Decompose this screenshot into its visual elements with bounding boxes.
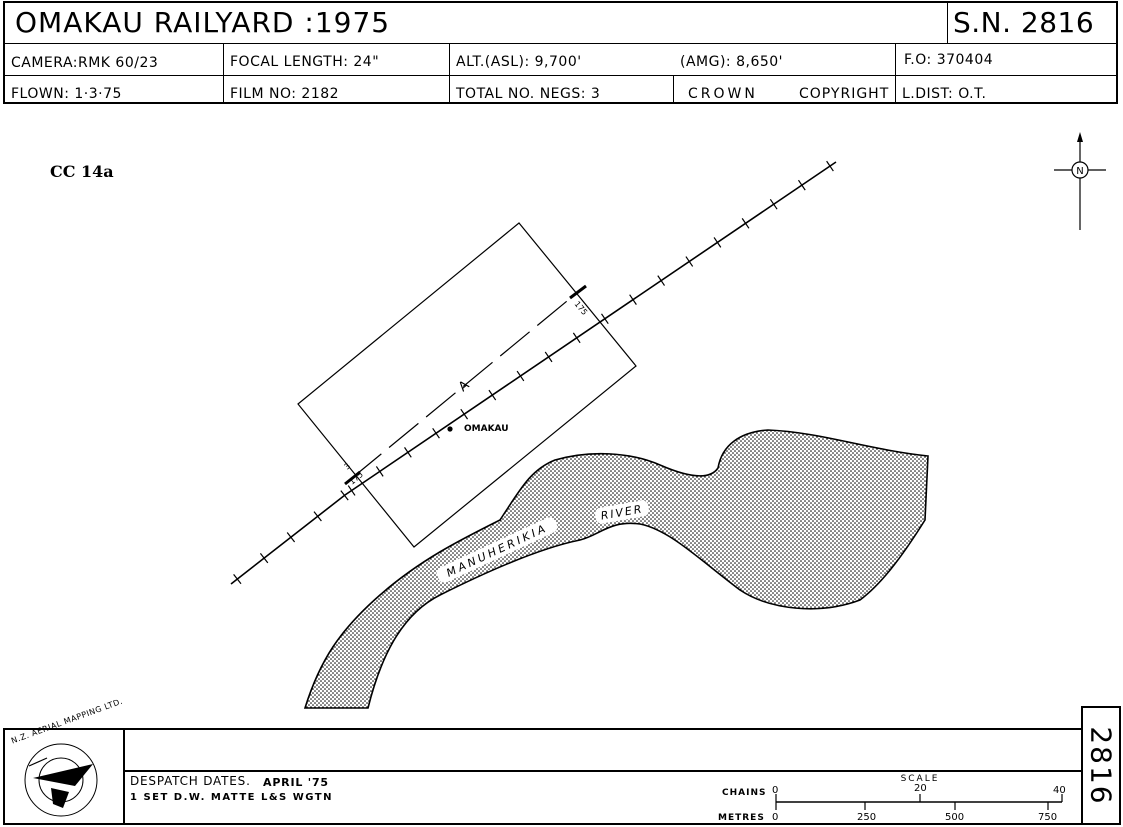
river-label-group-2: RIVER xyxy=(594,500,650,524)
col-divider-4 xyxy=(895,44,896,104)
col-divider-1 xyxy=(223,44,224,104)
railway-tie xyxy=(741,218,750,229)
chains-label: CHAINS xyxy=(722,788,766,798)
header-row-divider-2 xyxy=(5,75,1116,76)
railway-tie xyxy=(460,408,469,420)
north-arrow: N xyxy=(1054,132,1106,230)
col-divider-3 xyxy=(673,76,674,104)
chains-tick-20: 20 xyxy=(914,783,927,794)
reference-label: CC 14a xyxy=(50,162,114,181)
logo-emblem-icon xyxy=(24,743,98,817)
run-start-bar xyxy=(344,470,361,486)
company-logo xyxy=(3,728,125,825)
metres-tick-500: 500 xyxy=(945,812,964,823)
flight-run-line xyxy=(351,291,579,479)
railway-tie xyxy=(601,313,609,325)
altitude-asl-info: ALT.(ASL): 9,700' xyxy=(456,54,582,70)
metres-tick-750: 750 xyxy=(1038,812,1057,823)
railway-tie xyxy=(544,351,553,363)
scale-title: SCALE xyxy=(901,774,940,784)
railway-tie xyxy=(797,179,806,191)
despatch-line-2: 1 SET D.W. MATTE L&S WGTN xyxy=(130,792,333,803)
map-title: OMAKAU RAILYARD :1975 xyxy=(15,6,391,39)
film-no-info: FILM NO: 2182 xyxy=(230,86,340,102)
header-panel: OMAKAU RAILYARD :1975 S.N. 2816 CAMERA:R… xyxy=(3,1,1118,104)
metres-tick-250: 250 xyxy=(857,812,876,823)
railway-tie xyxy=(713,237,722,248)
start-frame-top: 3 xyxy=(343,461,353,471)
run-end-bar xyxy=(569,284,587,300)
railway-tie xyxy=(404,447,412,458)
chains-tick-0: 0 xyxy=(772,785,778,796)
camera-info: CAMERA:RMK 60/23 xyxy=(11,55,159,71)
railway-tie xyxy=(432,427,440,439)
flown-info: FLOWN: 1·3·75 xyxy=(11,86,122,102)
copyright-label: COPYRIGHT xyxy=(799,86,890,102)
railway-tie xyxy=(347,485,356,496)
fo-info: F.O: 370404 xyxy=(904,52,994,68)
manuherikia-river-shape xyxy=(303,429,929,709)
total-negs-info: TOTAL NO. NEGS: 3 xyxy=(456,86,601,102)
railway-tie xyxy=(657,275,666,286)
railway-line xyxy=(230,160,837,585)
despatch-divider xyxy=(125,770,1081,772)
metres-label: METRES xyxy=(718,813,765,823)
railway-tie xyxy=(375,466,384,477)
railway-tie xyxy=(685,256,694,267)
despatch-label: DESPATCH DATES. xyxy=(130,774,251,788)
title-divider xyxy=(947,3,948,44)
railway-tie xyxy=(488,389,497,401)
crown-label: CROWN xyxy=(688,86,758,102)
chains-tick-40: 40 xyxy=(1053,785,1066,796)
railway-tie xyxy=(313,511,322,522)
railway-tie xyxy=(769,198,778,210)
railway-tie xyxy=(340,490,349,501)
col-divider-2 xyxy=(449,44,450,104)
railway-tie xyxy=(259,553,269,564)
end-frame: 175 xyxy=(572,300,589,317)
railway-tie xyxy=(572,332,581,344)
omakau-town-marker xyxy=(447,426,453,432)
railway-tie xyxy=(286,532,296,543)
sheet-tab-text: 2816 xyxy=(1084,725,1118,806)
altitude-amg-info: (AMG): 8,650' xyxy=(680,54,784,70)
metres-tick-0: 0 xyxy=(772,812,778,823)
railway-tie xyxy=(826,160,834,172)
railway-tie xyxy=(629,294,637,305)
north-label: N xyxy=(1076,166,1083,177)
railway-tie xyxy=(516,370,525,382)
despatch-date: APRIL '75 xyxy=(263,776,329,789)
town-label: OMAKAU xyxy=(464,424,509,434)
sheet-number-tab: 2816 xyxy=(1081,706,1121,825)
header-row-divider-1 xyxy=(5,43,1116,44)
sheet-number: S.N. 2816 xyxy=(953,6,1095,39)
ldist-info: L.DIST: O.T. xyxy=(902,86,987,102)
focal-length-info: FOCAL LENGTH: 24" xyxy=(230,54,380,70)
railway-tie xyxy=(233,573,242,585)
scale-bar: SCALE CHAINS 0 20 40 METRES 0 250 500 75… xyxy=(718,774,1066,823)
footer-panel xyxy=(3,728,1081,825)
photo-footprint xyxy=(297,222,637,548)
